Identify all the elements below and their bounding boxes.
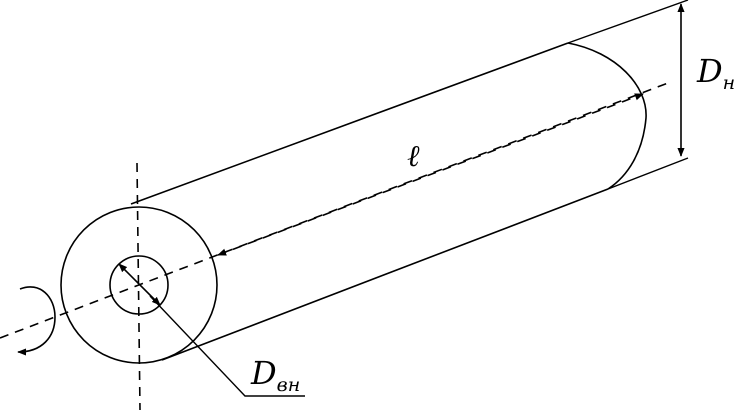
cylinder-axis-line — [0, 82, 669, 339]
outer-diameter-extension-bottom — [607, 157, 689, 190]
length-label: ℓ — [407, 139, 420, 174]
cylinder-far-end-arc — [567, 42, 647, 190]
inner-bore-circle — [109, 255, 169, 315]
cylinder-bottom-edge — [161, 188, 609, 361]
inner-diameter-leader-line — [149, 295, 305, 397]
cylinder-top-edge — [130, 42, 569, 205]
inner-diameter-dimension-arrow — [118, 263, 161, 306]
inner-diameter-label: Dвн — [250, 354, 300, 396]
rotation-arrow-icon — [17, 286, 56, 356]
outer-end-circle — [60, 206, 218, 364]
outer-diameter-extension-top — [567, 0, 689, 44]
outer-diameter-label: Dн — [696, 52, 735, 94]
length-dimension-arrow — [217, 93, 644, 256]
